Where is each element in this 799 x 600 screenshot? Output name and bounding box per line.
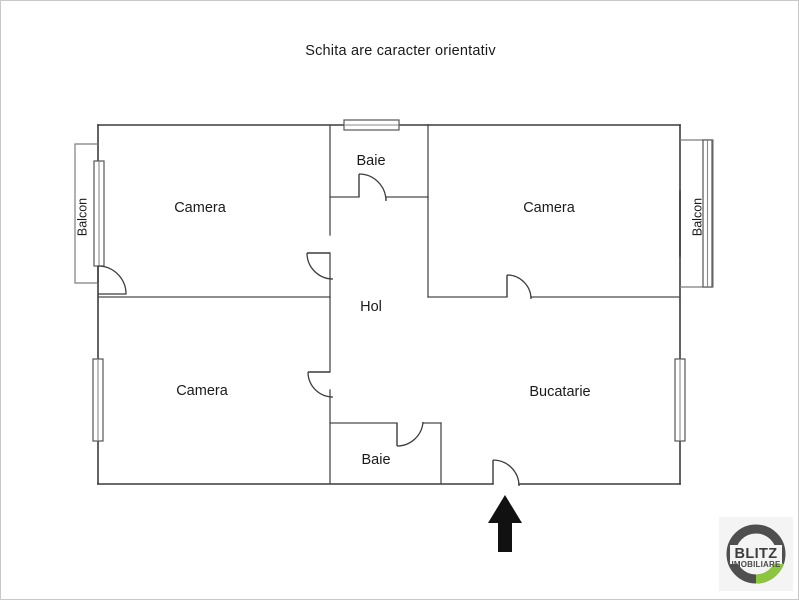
balcon-right-structure: Balcon: [679, 139, 714, 288]
logo-subtitle-text: IMOBILIARE: [731, 560, 781, 569]
door-balcon-left: [97, 265, 127, 295]
entrance-arrow-glyph: [488, 495, 522, 552]
room-label-bucatarie: Bucatarie: [529, 384, 590, 400]
interior-walls: [97, 124, 681, 485]
room-label-hol: Hol: [360, 299, 382, 315]
logo-accent-arc: [755, 560, 784, 584]
room-label-camera-bottom-left: Camera: [176, 383, 229, 399]
outer-walls: [97, 124, 681, 485]
balcon-left-label: Balcon: [75, 198, 89, 236]
page-title: Schita are caracter orientativ: [305, 43, 496, 59]
balcon-right-outline: [680, 139, 714, 288]
blitz-imobiliare-logo: BLITZ IMOBILIARE: [719, 517, 793, 591]
room-label-camera-top-right: Camera: [523, 200, 576, 216]
door-entrance-arc: [492, 459, 520, 487]
logo-wordmark-plate: [730, 545, 782, 564]
door-baie-bottom-arc: [396, 421, 424, 447]
room-label-baie-bottom: Baie: [361, 452, 390, 468]
doors: [306, 173, 532, 487]
balcon-left-structure: Balcon: [74, 143, 105, 284]
entrance-arrow: [488, 495, 522, 552]
door-camera-top-right-arc: [506, 274, 532, 300]
door-balcon-left-arc: [97, 265, 127, 295]
balcon-left-outline: [74, 143, 98, 284]
door-camera-bottom-arc: [307, 371, 334, 398]
door-baie-top-arc: [358, 173, 387, 202]
door-camera-top-left-arc: [306, 252, 334, 280]
room-label-camera-top-left: Camera: [174, 200, 227, 216]
logo-brand-text: BLITZ: [734, 546, 777, 562]
room-labels: Camera Baie Camera Hol Camera Baie Bucat…: [174, 153, 590, 468]
room-label-baie-top: Baie: [356, 153, 385, 169]
balcon-right-label: Balcon: [690, 198, 704, 236]
windows: [92, 119, 686, 442]
